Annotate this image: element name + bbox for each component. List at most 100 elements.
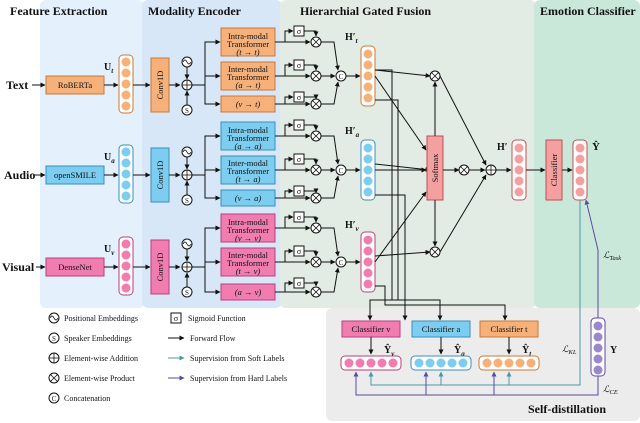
classifier-a-label: Classifier a [422,324,461,334]
svg-text:Transformer: Transformer [227,39,269,49]
svg-text:C: C [52,395,57,403]
u-v-vector [118,236,134,296]
svg-text:σ: σ [297,247,302,256]
svg-text:Inter-modal: Inter-modal [228,250,269,260]
svg-text:Supervision from Hard Labels: Supervision from Hard Labels [190,374,287,383]
modality-encoder-header: Modality Encoder [148,4,242,18]
svg-text:(a → v): (a → v) [235,287,262,297]
svg-text:Inter-modal: Inter-modal [228,158,269,168]
audio-modality-label: Audio [4,168,35,182]
svg-text:Inter-modal: Inter-modal [228,64,269,74]
svg-text:S: S [52,335,56,343]
self-distillation-header: Self-distillation [528,402,606,416]
y-hat-v-vector [340,355,402,371]
svg-text:C: C [339,167,344,175]
svg-text:Transformer: Transformer [227,166,269,176]
audio-intra-transformer [220,121,276,151]
u-v-label: Uv [104,244,115,257]
svg-text:Intra-modal: Intra-modal [228,217,269,227]
svg-text:Intra-modal: Intra-modal [228,125,269,135]
y-hat-a-label: Ŷa [454,344,465,358]
u-a-vector [118,144,134,204]
svg-text:Transformer: Transformer [227,258,269,268]
svg-text:(t → v): (t → v) [236,266,261,276]
concat-legend-icon [48,392,60,404]
svg-text:Element-wise Addition: Element-wise Addition [64,354,138,363]
roberta-label: RoBERTa [58,80,93,90]
classifier-label: Classifier [549,154,559,187]
h-v-vector [360,231,376,293]
svg-text:(t → a): (t → a) [235,174,260,184]
h-a-vector [360,139,376,201]
svg-text:σ: σ [297,121,302,130]
conv1d-audio-label: Conv1D [155,161,165,190]
visual-inter-transformer [220,247,276,277]
svg-text:σ: σ [297,279,302,288]
svg-text:σ: σ [297,187,302,196]
loss-kl-label: ℒKL [562,344,577,356]
fusion-header: Hierarchial Gated Fusion [300,4,431,18]
u-t-vector [118,54,134,114]
h-t-label: H′t [345,32,359,45]
h-v-label: H′v [345,220,360,233]
emotion-classifier-header: Emotion Classifier [540,4,636,18]
svg-text:C: C [339,259,344,267]
svg-text:Sigmoid Function: Sigmoid Function [188,314,246,323]
y-hat-t-label: Ŷt [522,344,532,358]
y-true-vector [590,317,606,377]
softmax-label: Softmax [430,153,440,183]
svg-text:σ: σ [297,93,302,102]
y-true-label: Y [610,345,618,356]
svg-text:σ: σ [174,314,179,323]
svg-text:σ: σ [297,155,302,164]
y-hat-t-vector [478,355,540,371]
speaker-embed-legend-icon [48,332,60,344]
u-a-label: Ua [104,152,115,165]
y-hat-label: Ŷ [592,141,600,153]
svg-text:Transformer: Transformer [227,72,269,82]
sigmoid-legend-icon [170,312,182,324]
classifier-v-label: Classifier v [352,324,392,334]
svg-text:Speaker Embeddings: Speaker Embeddings [64,334,132,343]
classifier-t-label: Classifier t [490,324,528,334]
h-fused-vector [511,139,527,201]
opensmile-label: openSMILE [54,170,96,180]
svg-text:Transformer: Transformer [227,133,269,143]
svg-text:σ: σ [297,61,302,70]
svg-text:(a → a): (a → a) [235,141,262,151]
svg-text:(t → t): (t → t) [236,47,259,57]
svg-text:σ: σ [297,213,302,222]
svg-text:C: C [339,73,344,81]
svg-text:Element-wise Product: Element-wise Product [64,374,136,383]
h-t-vector [360,45,376,107]
svg-text:Concatenation: Concatenation [64,394,110,403]
svg-text:S: S [185,289,189,297]
svg-text:(v → t): (v → t) [236,99,261,109]
svg-text:Intra-modal: Intra-modal [228,31,269,41]
visual-modality-label: Visual [2,260,35,274]
y-hat-v-label: Ŷv [384,344,395,358]
svg-text:Positional Embeddings: Positional Embeddings [64,314,138,323]
svg-text:Transformer: Transformer [227,225,269,235]
y-hat-vector [572,139,588,201]
svg-text:(a → t): (a → t) [235,80,260,90]
conv1d-text-label: Conv1D [155,71,165,100]
svg-text:(v → a): (v → a) [235,193,262,203]
svg-text:σ: σ [297,27,302,36]
h-fused-label: H′ [497,142,508,153]
svg-text:S: S [185,107,189,115]
loss-task-label: ℒTask [603,250,621,262]
legend: Positional Embeddings S Speaker Embeddin… [48,312,287,404]
audio-inter-transformer [220,155,276,185]
loss-ce-label: ℒCE [603,384,618,396]
text-modality-label: Text [6,78,28,92]
text-intra-transformer [220,27,276,57]
svg-text:Supervision from Soft Labels: Supervision from Soft Labels [190,354,284,363]
feature-extraction-header: Feature Extraction [10,4,108,18]
conv1d-visual-label: Conv1D [155,253,165,282]
y-hat-a-vector [410,355,472,371]
svg-text:Forward Flow: Forward Flow [190,334,236,343]
text-inter-transformer [220,61,276,91]
visual-intra-transformer [220,213,276,243]
